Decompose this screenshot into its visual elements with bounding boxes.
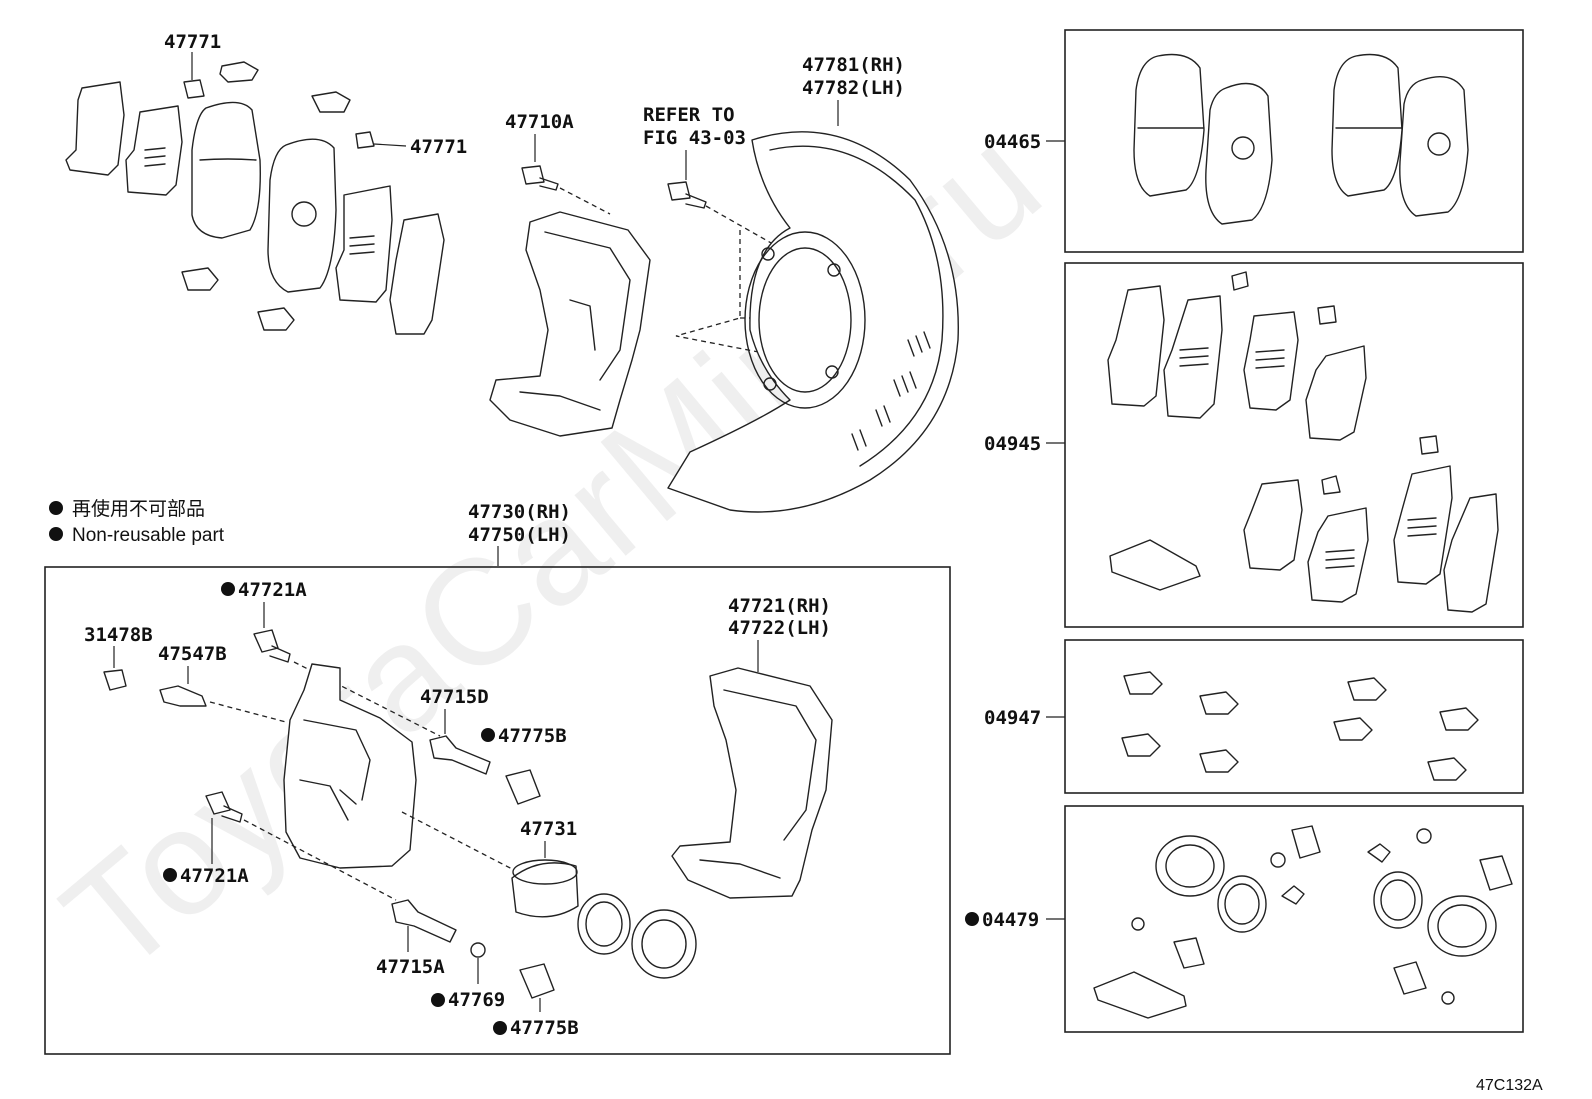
brake-pad-inner [267,138,337,293]
label-refer-to: REFER TO [643,104,735,126]
bullet-icon [49,527,63,541]
pad-clip-icon [181,267,219,291]
kit-04479-seals [1093,825,1513,1019]
non-reusable-bullet-icon [163,868,177,882]
o-ring-icon [470,942,486,958]
label-47775b-bottom: 47775B [510,1017,579,1039]
kit-04947-clips [1121,671,1479,781]
slide-bushing-boot-icon [519,963,555,999]
bolt-47721a-bottom-icon [205,791,231,815]
label-04479: 04479 [982,909,1039,931]
non-reusable-bullet-icon [493,1021,507,1035]
bleeder-plug-icon [159,685,207,707]
legend-non-reusable: Non-reusable part [72,525,225,546]
label-31478b: 31478B [84,624,153,646]
diagram-code: 47C132A [1476,1077,1543,1094]
brake-cylinder-body [283,663,417,869]
cylinder-piston [511,862,579,918]
non-reusable-bullet-icon [221,582,235,596]
bolt-47721a-icon [253,629,279,653]
legend-japanese: 再使用不可部品 [72,498,205,520]
pad-clip-icon [219,61,259,83]
slide-pin-47715a-icon [391,899,457,943]
label-47781-rh: 47781(RH) [802,54,905,76]
label-47722-lh: 47722(LH) [728,617,831,639]
kit-04465-pads [1133,53,1469,225]
grease-packet-icon [1093,971,1187,1019]
pad-set-exploded [65,61,445,335]
non-reusable-bullet-icon [431,993,445,1007]
label-47750-lh: 47750(LH) [468,524,571,546]
brake-caliper-bracket [489,211,651,437]
label-47771-right: 47771 [410,136,467,158]
non-reusable-bullet-icon [481,728,495,742]
label-04947: 04947 [984,707,1041,729]
label-refer-fig: FIG 43-03 [643,127,746,149]
label-47775b-top: 47775B [498,725,567,747]
label-47547b: 47547B [158,643,227,665]
caliper-mounting-bracket [671,667,833,899]
slide-bushing-boot-icon [505,769,541,805]
kit-04947-box [1064,639,1524,794]
label-04465: 04465 [984,131,1041,153]
pad-shim-outer [65,81,125,176]
kit-04945-shims [1107,271,1499,613]
brake-pad-outer [191,101,261,239]
label-47730-rh: 47730(RH) [468,501,571,523]
non-reusable-bullet-icon [965,912,979,926]
cylinder-boot-ring [631,909,697,979]
pad-shim-4 [389,213,445,335]
piston-seal-ring [577,893,631,955]
pad-shim-inner [125,105,183,196]
label-04945: 04945 [984,433,1041,455]
bolt-refer-icon [667,181,691,201]
label-47721a-top: 47721A [238,579,307,601]
grease-packet-icon [1109,539,1201,591]
pad-clip-small-icon [183,79,205,99]
pad-shim-3 [335,185,393,303]
label-47721a-bottom: 47721A [180,865,249,887]
disc-brake-dust-cover [667,131,959,513]
kit-04945-box [1064,262,1524,628]
label-47782-lh: 47782(LH) [802,77,905,99]
pad-clip-icon [257,307,295,331]
label-47715d: 47715D [420,686,489,708]
label-47769: 47769 [448,989,505,1011]
pad-clip-icon [311,91,351,113]
label-47731: 47731 [520,818,577,840]
label-47710a: 47710A [505,111,574,133]
slide-pin-47715d-icon [429,735,491,775]
pad-clip-small-icon [355,131,375,149]
caliper-assembly-box [44,566,951,1055]
bullet-icon [49,501,63,515]
label-47771-top: 47771 [164,31,221,53]
bolt-47710a-icon [521,165,545,185]
label-47721-rh: 47721(RH) [728,595,831,617]
label-47715a: 47715A [376,956,445,978]
bleeder-cap-icon [103,669,127,691]
